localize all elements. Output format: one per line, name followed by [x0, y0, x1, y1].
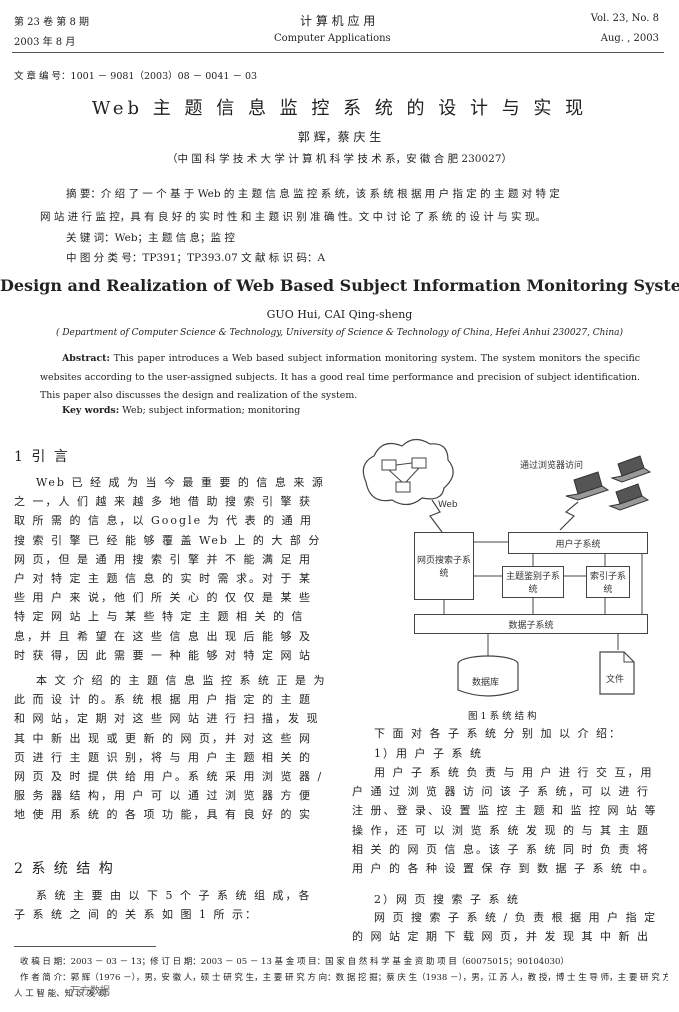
- crawler-subsystem-label: 网页搜索子系统: [416, 556, 471, 579]
- section1-paragraph1: Web 已 经 成 为 当 今 最 重 要 的 信 息 来 源 之 一，人 们 …: [14, 476, 325, 662]
- footnote-received: 收 稿 日 期：2003 － 03 － 13；修 订 日 期：2003 － 05…: [20, 957, 569, 967]
- right-heading-user-subsystem: 1）用 户 子 系 统: [374, 747, 483, 760]
- footnote-rule: [14, 946, 156, 947]
- data-subsystem-label: 数据子系统: [508, 620, 554, 631]
- internet-cloud-icon: [362, 438, 454, 506]
- server-icon: [395, 481, 411, 493]
- en-affiliation: ( Department of Computer Science & Techn…: [55, 328, 624, 338]
- article-id: 文 章 编 号：1001 － 9081（2003）08 － 0041 － 03: [14, 71, 258, 82]
- figure-1-system-architecture: 通过浏览器访问 Web 网页搜索子系统 用户子系统 主题鉴别子系统 索引子系统 …: [352, 434, 662, 702]
- section2-heading: 2 系 统 结 构: [14, 861, 115, 877]
- cn-classification: 中 图 分 类 号：TP391；TP393.07 文 献 标 识 码：A: [66, 252, 326, 264]
- figure-1-caption: 图 1 系 统 结 构: [468, 711, 537, 722]
- figure-index-subsystem: 索引子系统: [586, 566, 630, 598]
- wanfang-watermark: 万方数据: [70, 986, 110, 997]
- cn-abstract-line1: 摘 要：介 绍 了 一 个 基 于 Web 的 主 题 信 息 监 控 系 统，…: [66, 188, 560, 200]
- en-keywords: Key words: Web; subject information; mon…: [62, 405, 300, 416]
- right-paragraph-user-subsystem: 用 户 子 系 统 负 责 与 用 户 进 行 交 互，用 户 通 过 浏 览 …: [352, 766, 658, 876]
- journal-name-en: Computer Applications: [274, 33, 391, 44]
- laptop-icon: [565, 471, 610, 501]
- journal-date-cn: 2003 年 8 月: [14, 37, 76, 48]
- cn-abstract-line2: 网 站 进 行 监 控，具 有 良 好 的 实 时 性 和 主 题 识 别 准 …: [40, 211, 546, 223]
- section2-paragraph1: 系 统 主 要 由 以 下 5 个 子 系 统 组 成，各 子 系 统 之 间 …: [14, 889, 312, 922]
- en-abstract: Abstract: This paper introduces a Web ba…: [40, 350, 640, 406]
- en-abstract-label: Abstract:: [62, 353, 110, 364]
- server-icon: [381, 459, 397, 471]
- user-subsystem-label: 用户子系统: [555, 539, 601, 550]
- figure-user-subsystem: 用户子系统: [508, 532, 648, 554]
- figure-subject-subsystem: 主题鉴别子系统: [502, 566, 564, 598]
- index-subsystem-label: 索引子系统: [589, 572, 626, 595]
- server-icon: [411, 457, 427, 469]
- figure-1-connectors: [362, 438, 652, 697]
- en-keywords-text: Web; subject information; monitoring: [119, 405, 301, 416]
- en-abstract-text: This paper introduces a Web based subjec…: [40, 353, 640, 401]
- figure-web-label: Web: [438, 500, 458, 510]
- figure-file-label: 文件: [606, 675, 625, 685]
- footnote-research-area: 人 工 智 能、知 识 发 现.: [14, 989, 110, 999]
- right-intro-line: 下 面 对 各 子 系 统 分 别 加 以 介 绍：: [374, 727, 622, 740]
- figure-data-subsystem: 数据子系统: [414, 614, 648, 634]
- figure-database-label: 数据库: [472, 678, 500, 688]
- footnote-authors: 作 者 简 介：郭 辉（1976 －），男，安 徽 人，硕 士 研 究 生，主 …: [20, 973, 668, 983]
- figure-browser-access-label: 通过浏览器访问: [520, 461, 584, 471]
- section1-paragraph2: 本 文 介 绍 的 主 题 信 息 监 控 系 统 正 是 为 此 而 设 计 …: [14, 674, 327, 822]
- right-heading-crawler-subsystem: 2）网 页 搜 索 子 系 统: [374, 893, 520, 906]
- cn-keywords: 关 键 词：Web；主 题 信 息；监 控: [66, 232, 235, 244]
- laptop-icon: [610, 455, 652, 483]
- en-title: Design and Realization of Web Based Subj…: [0, 276, 679, 295]
- en-keywords-label: Key words:: [62, 405, 120, 416]
- en-authors: GUO Hui, CAI Qing-sheng: [266, 308, 413, 321]
- figure-crawler-subsystem: 网页搜索子系统: [414, 532, 474, 600]
- cn-affiliation: （中 国 科 学 技 术 大 学 计 算 机 科 学 技 术 系，安 徽 合 肥…: [167, 153, 512, 165]
- journal-date-en: Aug. , 2003: [600, 33, 659, 44]
- journal-name-cn: 计 算 机 应 用: [300, 14, 376, 28]
- laptop-icon: [608, 483, 650, 511]
- right-paragraph-crawler-subsystem: 网 页 搜 索 子 系 统 / 负 责 根 据 用 户 指 定 的 网 站 定 …: [352, 911, 658, 944]
- journal-volume-cn: 第 23 卷 第 8 期: [14, 17, 89, 28]
- header-rule: [12, 52, 664, 53]
- subject-subsystem-label: 主题鉴别子系统: [505, 572, 560, 595]
- journal-volume-en: Vol. 23, No. 8: [590, 13, 659, 24]
- cn-title: Web 主 题 信 息 监 控 系 统 的 设 计 与 实 现: [91, 98, 588, 119]
- cn-authors: 郭 辉，蔡 庆 生: [297, 130, 382, 144]
- section1-heading: 1 引 言: [14, 449, 70, 465]
